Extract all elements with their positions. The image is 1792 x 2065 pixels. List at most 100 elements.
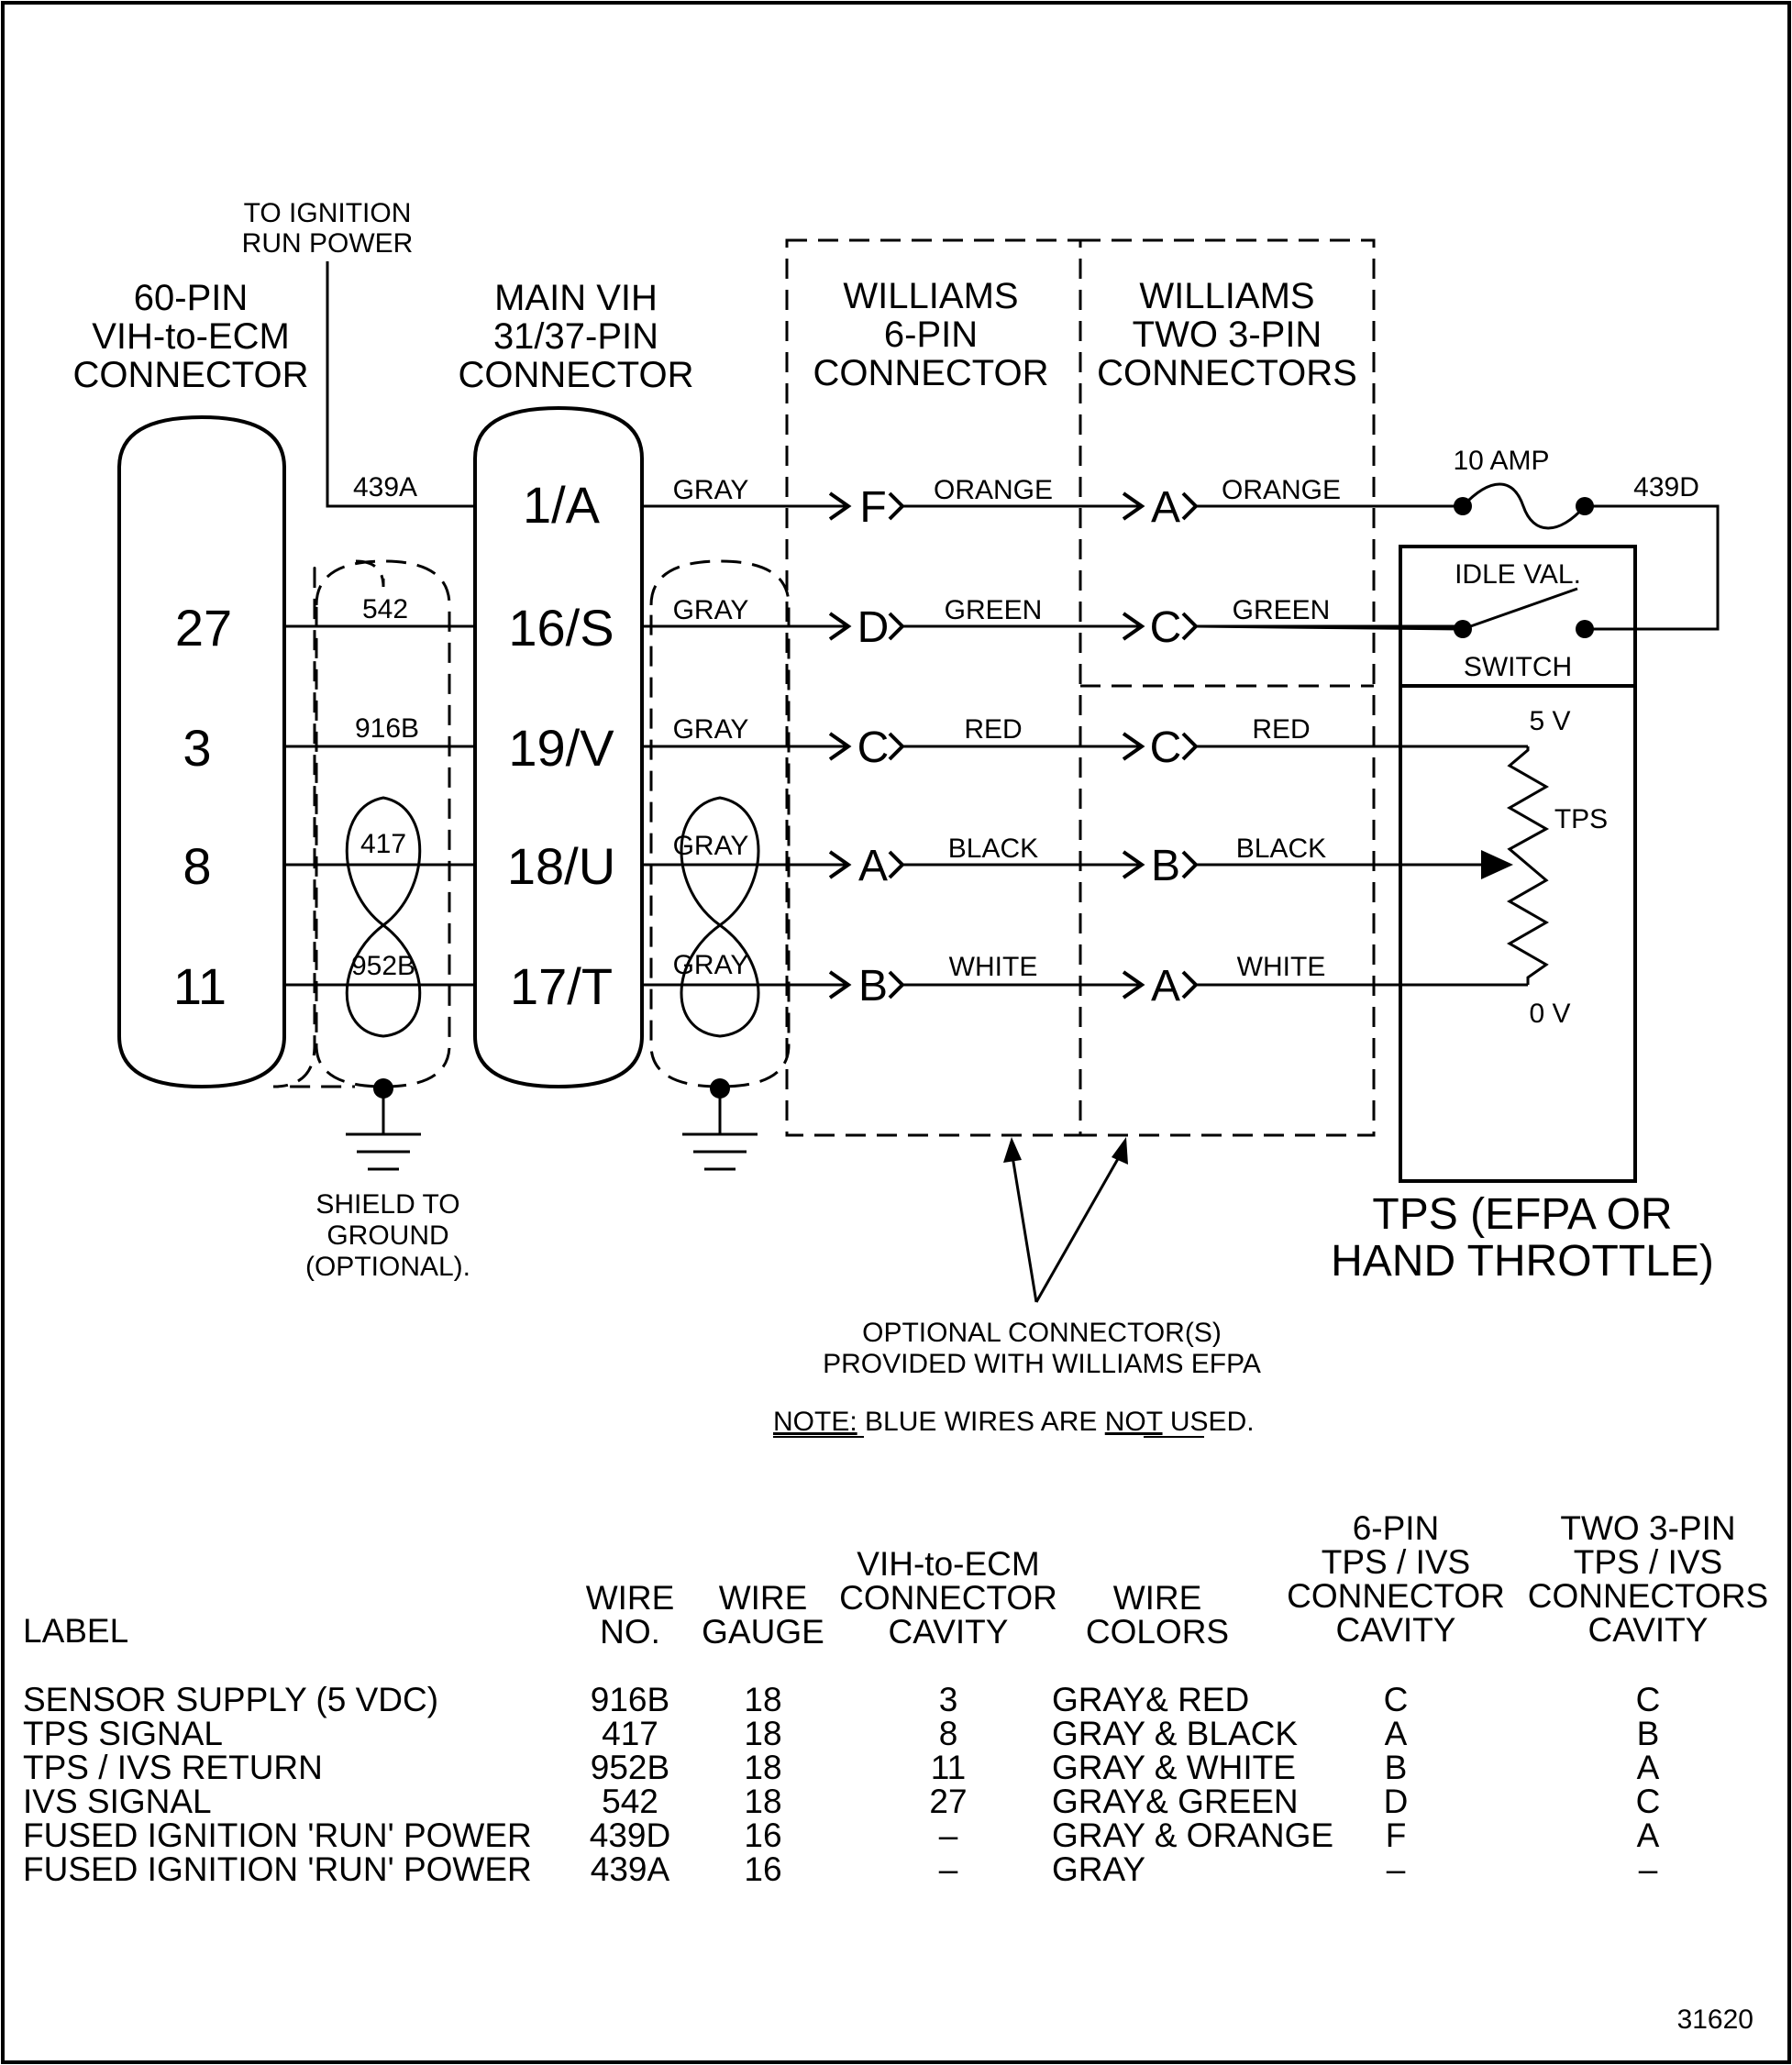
williams6-pin-d: D	[857, 603, 890, 652]
svg-text:A: A	[1637, 1817, 1660, 1854]
table-row: FUSED IGNITION 'RUN' POWER 439D 16 – GRA…	[23, 1817, 1660, 1854]
svg-text:IVS SIGNAL: IVS SIGNAL	[23, 1783, 212, 1820]
note-not: NOT	[1105, 1407, 1163, 1437]
svg-text:LABEL: LABEL	[23, 1612, 128, 1650]
svg-text:GRAY & WHITE: GRAY & WHITE	[1052, 1749, 1296, 1786]
svg-text:–: –	[1387, 1850, 1406, 1888]
svg-text:FUSED IGNITION 'RUN' POWER: FUSED IGNITION 'RUN' POWER	[23, 1817, 532, 1854]
wire-table-rows: SENSOR SUPPLY (5 VDC) 916B 18 3 GRAY& RE…	[23, 1681, 1660, 1888]
svg-text:CONNECTORS: CONNECTORS	[1097, 353, 1357, 393]
svg-text:C: C	[1636, 1681, 1661, 1718]
svg-text:6-PIN: 6-PIN	[884, 315, 978, 355]
wire-label-952b: 952B	[351, 951, 415, 981]
right-color-green: GREEN	[1233, 595, 1331, 625]
svg-text:916B: 916B	[591, 1681, 669, 1718]
shield-note-line2: GROUND	[326, 1220, 448, 1251]
williams3-pin-c2: C	[1150, 723, 1182, 772]
optional-note-line2: PROVIDED WITH WILLIAMS EFPA	[823, 1349, 1261, 1379]
wire-table-header: LABEL WIRE NO. WIRE GAUGE VIH-to-ECM CON…	[23, 1509, 1768, 1651]
svg-text:GRAY & BLACK: GRAY & BLACK	[1052, 1715, 1298, 1752]
svg-text:60-PIN: 60-PIN	[134, 278, 249, 318]
fuse-label: 10 AMP	[1453, 446, 1549, 476]
ecm-connector-title: 60-PIN VIH-to-ECM CONNECTOR	[72, 278, 308, 395]
wire-label-542: 542	[362, 594, 408, 624]
mid-color-orange: ORANGE	[934, 475, 1053, 505]
svg-text:18: 18	[744, 1749, 781, 1786]
svg-text:SENSOR SUPPLY (5 VDC): SENSOR SUPPLY (5 VDC)	[23, 1681, 438, 1718]
williams-3pin-title: WILLIAMS TWO 3-PIN CONNECTORS	[1097, 276, 1357, 393]
svg-text:C: C	[1384, 1681, 1409, 1718]
switch-input-wire	[1195, 624, 1464, 631]
note-text2: USED.	[1163, 1407, 1255, 1437]
svg-text:GAUGE: GAUGE	[702, 1613, 824, 1651]
fuse-output-wire	[1585, 504, 1720, 631]
williams3-pin-a2: A	[1151, 962, 1180, 1010]
svg-text:–: –	[1639, 1850, 1658, 1888]
ecm-connector-body	[117, 414, 286, 1089]
svg-text:27: 27	[929, 1783, 967, 1820]
vih-pin-17t: 17/T	[510, 957, 613, 1015]
svg-text:VIH-to-ECM: VIH-to-ECM	[92, 316, 290, 357]
vih-pin-1a: 1/A	[523, 476, 601, 534]
tps-resistor-icon	[1506, 746, 1550, 985]
left-shield	[272, 567, 355, 1088]
svg-text:TPS / IVS: TPS / IVS	[1322, 1543, 1470, 1581]
table-row: TPS / IVS RETURN 952B 18 11 GRAY & WHITE…	[23, 1749, 1660, 1786]
svg-text:F: F	[1386, 1817, 1407, 1854]
svg-text:GRAY & ORANGE: GRAY & ORANGE	[1052, 1817, 1333, 1854]
vih-out-label-5: GRAY	[673, 950, 749, 980]
svg-text:FUSED IGNITION 'RUN' POWER: FUSED IGNITION 'RUN' POWER	[23, 1850, 532, 1888]
right-ground-icon	[682, 1132, 758, 1171]
vih-out-label-2: GRAY	[673, 595, 749, 625]
svg-text:TPS / IVS: TPS / IVS	[1574, 1543, 1722, 1581]
vih-out-label-3: GRAY	[673, 714, 749, 745]
shield-note-line1: SHIELD TO	[315, 1189, 459, 1220]
svg-text:B: B	[1637, 1715, 1660, 1752]
svg-text:18: 18	[744, 1681, 781, 1718]
svg-text:D: D	[1384, 1783, 1409, 1820]
svg-text:952B: 952B	[591, 1749, 669, 1786]
svg-text:CAVITY: CAVITY	[1588, 1611, 1709, 1649]
left-twisted-pair	[345, 796, 422, 1038]
svg-text:TWO 3-PIN: TWO 3-PIN	[1560, 1509, 1735, 1547]
svg-text:3: 3	[939, 1681, 958, 1718]
ecm-pin-11: 11	[173, 957, 227, 1015]
table-row: TPS SIGNAL 417 18 8 GRAY & BLACK A B	[23, 1715, 1659, 1752]
ecm-pin-8: 8	[183, 837, 211, 895]
table-row: FUSED IGNITION 'RUN' POWER 439A 16 – GRA…	[23, 1850, 1658, 1888]
vih-pin-19v: 19/V	[508, 719, 614, 777]
vih-output-wires	[642, 504, 848, 987]
fuse-icon	[1461, 482, 1587, 530]
top-note-line2: RUN POWER	[242, 228, 414, 259]
williams6-pin-f: F	[859, 483, 886, 532]
svg-text:CONNECTOR: CONNECTOR	[839, 1579, 1057, 1617]
ecm-pin-3: 3	[183, 719, 211, 777]
svg-text:16: 16	[744, 1817, 781, 1854]
svg-text:439A: 439A	[591, 1850, 670, 1888]
right-color-orange: ORANGE	[1222, 475, 1341, 505]
svg-text:16: 16	[744, 1850, 781, 1888]
vih-pin-16s: 16/S	[508, 599, 614, 657]
williams3-pin-a1: A	[1151, 483, 1180, 532]
vih-out-label-1: GRAY	[673, 475, 749, 505]
vih-connector-title: MAIN VIH 31/37-PIN CONNECTOR	[458, 278, 693, 395]
svg-text:CAVITY: CAVITY	[1336, 1611, 1456, 1649]
svg-text:B: B	[1385, 1749, 1408, 1786]
svg-text:WIRE: WIRE	[1113, 1579, 1202, 1617]
svg-text:18: 18	[744, 1715, 781, 1752]
svg-text:WILLIAMS: WILLIAMS	[843, 276, 1018, 316]
figure-number: 31620	[1677, 2004, 1753, 2035]
svg-text:TPS / IVS RETURN: TPS / IVS RETURN	[23, 1749, 323, 1786]
svg-text:WIRE: WIRE	[719, 1579, 808, 1617]
optional-note-line1: OPTIONAL CONNECTOR(S)	[862, 1318, 1222, 1348]
tps-title-line2: HAND THROTTLE)	[1331, 1237, 1714, 1286]
svg-text:TPS SIGNAL: TPS SIGNAL	[23, 1715, 223, 1752]
switch-contact-right	[1576, 620, 1594, 638]
svg-text:TWO 3-PIN: TWO 3-PIN	[1133, 315, 1322, 355]
wire-label-417: 417	[360, 829, 406, 859]
vih-pin-18u: 18/U	[507, 837, 615, 895]
switch-label-top: IDLE VAL.	[1455, 559, 1581, 590]
